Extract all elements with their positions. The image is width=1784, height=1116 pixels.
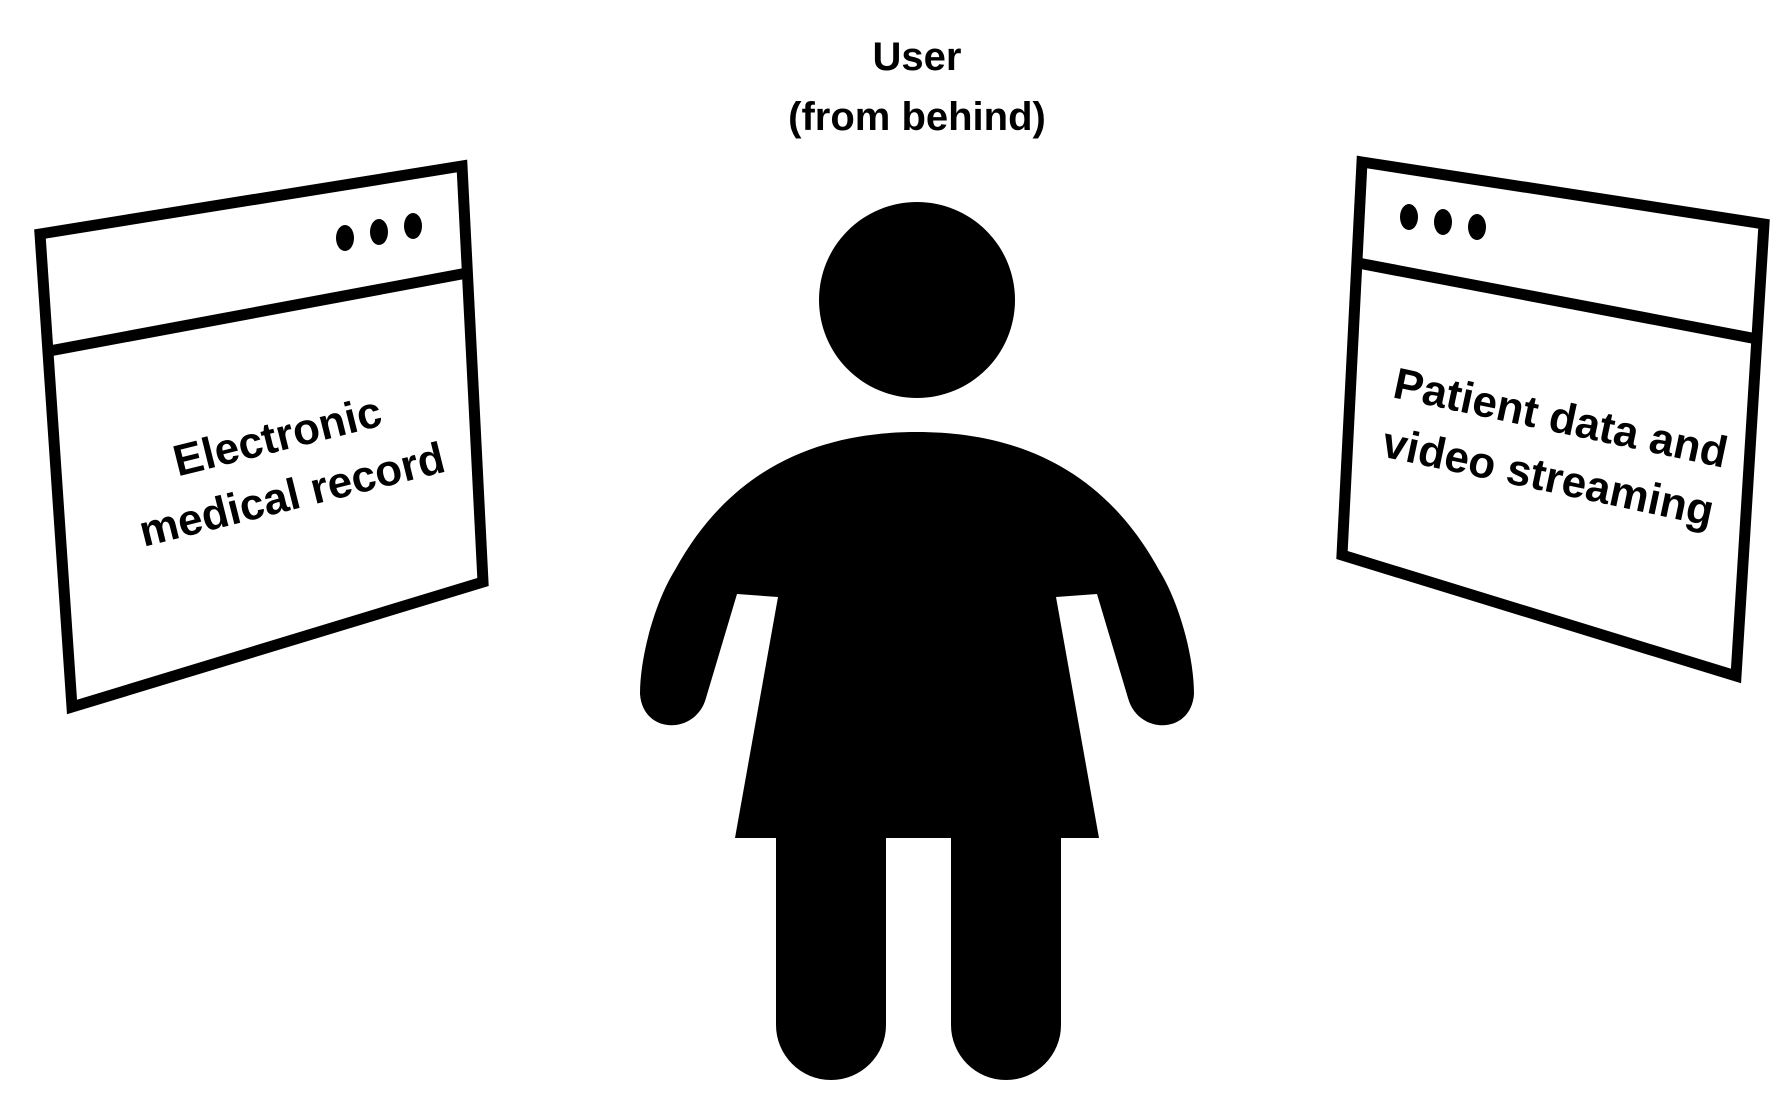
left-window-titlebar-divider xyxy=(42,267,469,358)
person-head xyxy=(819,202,1015,398)
person-silhouette-icon xyxy=(640,202,1194,1080)
window-dots-icon xyxy=(336,213,422,251)
right-window-frame xyxy=(1336,155,1770,684)
window-dots-icon xyxy=(1400,204,1486,240)
user-label: User (from behind) xyxy=(788,35,1046,139)
user-label-line2: (from behind) xyxy=(788,95,1046,139)
left-window: Electronic medical record xyxy=(34,159,489,715)
right-window: Patient data and video streaming xyxy=(1336,155,1770,684)
person-torso xyxy=(640,432,1194,838)
user-label-line1: User xyxy=(873,35,962,79)
left-window-frame xyxy=(34,159,489,715)
right-window-titlebar-divider xyxy=(1356,257,1759,345)
